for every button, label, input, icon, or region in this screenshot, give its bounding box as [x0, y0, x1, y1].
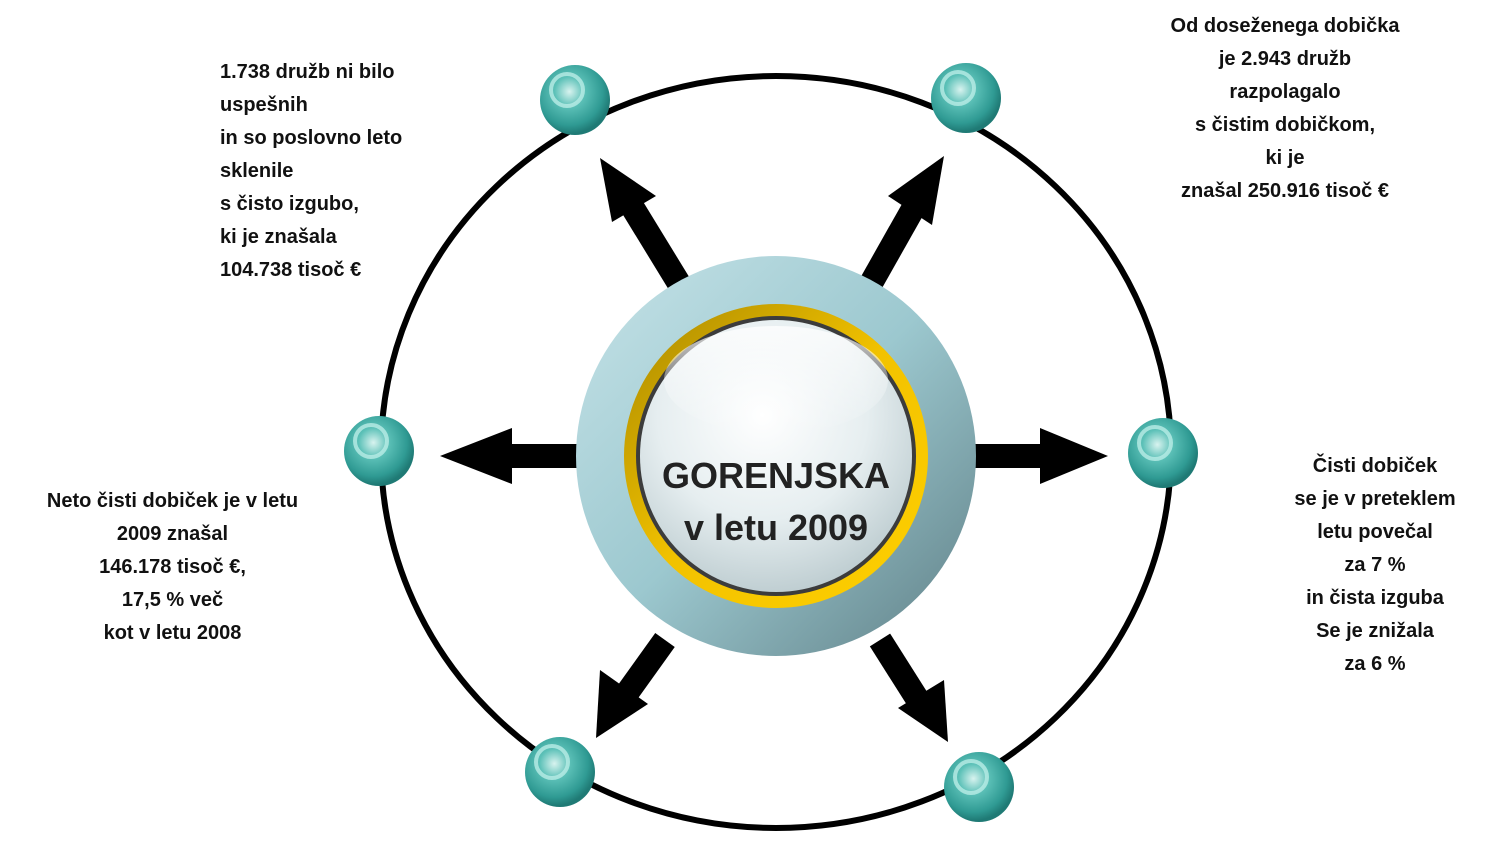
note-top-left: 1.738 družb ni bilo uspešnih in so poslo… — [220, 56, 402, 287]
note-line: se je v preteklem — [1294, 488, 1456, 510]
center-title-line1: GORENJSKA — [662, 455, 890, 496]
note-line: Od doseženega dobička — [1170, 15, 1400, 37]
node-bottom-right — [944, 752, 1014, 822]
arrow-down-left — [596, 633, 675, 738]
note-left: Neto čisti dobiček je v letu 2009 znašal… — [0, 485, 345, 650]
note-line: sklenile — [220, 160, 294, 182]
note-line: 146.178 tisoč €, — [99, 556, 246, 578]
note-line: s čisto izgubo, — [220, 193, 359, 215]
note-line: Čisti dobiček — [1312, 455, 1438, 477]
node-bottom-left — [525, 737, 595, 807]
note-line: uspešnih — [220, 94, 308, 116]
note-right: Čisti dobiček se je v preteklem letu pov… — [1260, 450, 1490, 681]
note-line: letu povečal — [1317, 521, 1433, 543]
arrow-up-right — [859, 156, 944, 291]
note-line: 1.738 družb ni bilo — [220, 61, 395, 83]
note-line: Se je znižala — [1316, 620, 1434, 642]
center-title-line2: v letu 2009 — [684, 507, 868, 548]
arrow-left — [440, 428, 585, 484]
note-line: in čista izguba — [1306, 587, 1444, 609]
note-line: s čistim dobičkom, — [1194, 114, 1376, 136]
note-line: razpolagalo — [1229, 81, 1341, 103]
note-line: 17,5 % več — [121, 589, 224, 611]
arrow-down-right — [869, 633, 948, 742]
node-top-left — [540, 65, 610, 135]
node-right — [1128, 418, 1198, 488]
note-line: ki je znašala — [220, 226, 337, 248]
arrow-up-left — [600, 158, 691, 292]
note-line: in so poslovno leto — [220, 127, 403, 149]
note-line: za 7 % — [1344, 554, 1406, 576]
note-line: 2009 znašal — [116, 523, 229, 545]
note-top-right: Od doseženega dobička je 2.943 družb raz… — [1130, 10, 1440, 208]
center-badge: GORENJSKA v letu 2009 — [576, 256, 976, 656]
note-line: je 2.943 družb — [1218, 48, 1352, 70]
note-line: za 6 % — [1344, 653, 1406, 675]
node-left — [344, 416, 414, 486]
arrow-right — [975, 428, 1108, 484]
note-line: znašal 250.916 tisoč € — [1181, 180, 1389, 202]
note-line: ki je — [1265, 147, 1305, 169]
node-top-right — [931, 63, 1001, 133]
note-line: 104.738 tisoč € — [220, 259, 362, 281]
note-line: kot v letu 2008 — [103, 622, 242, 644]
note-line: Neto čisti dobiček je v letu — [46, 490, 299, 512]
